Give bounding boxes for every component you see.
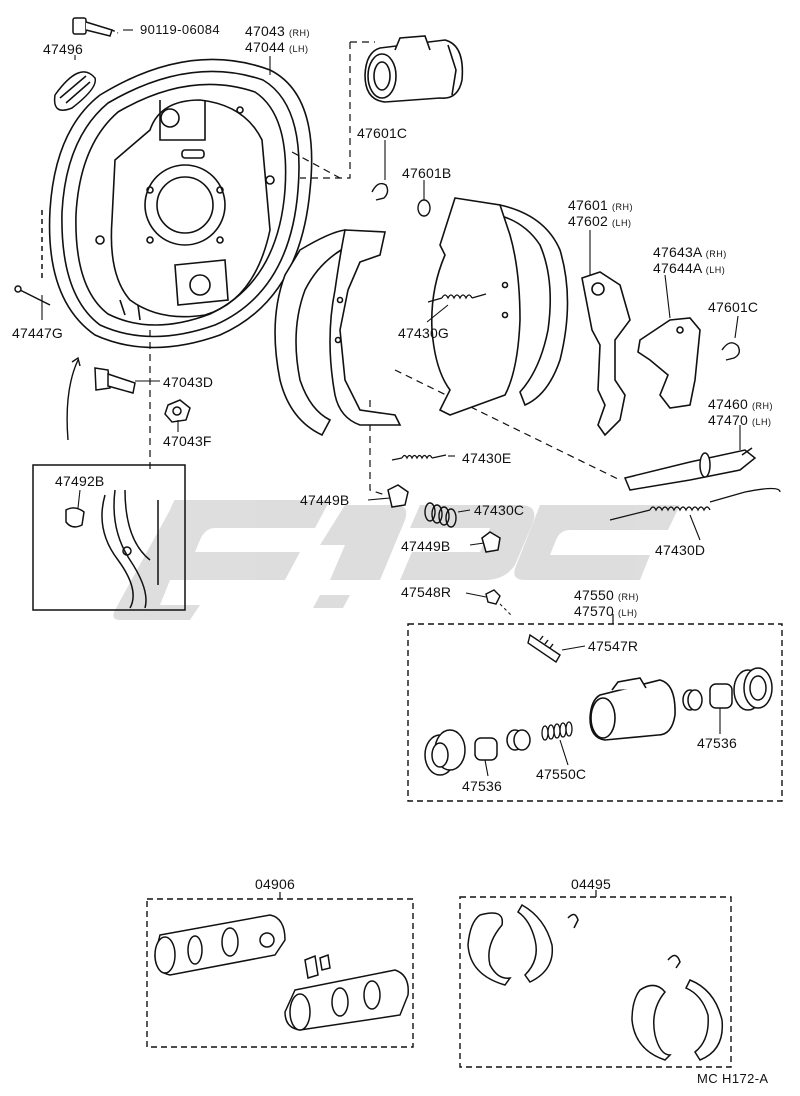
label-47602-number: 47602: [568, 213, 608, 229]
label-47460-number: 47460: [708, 396, 748, 412]
label-04495: 04495: [571, 876, 611, 892]
washer-47601b: [417, 199, 431, 217]
label-47043-number: 47043: [245, 23, 285, 39]
label-47470-number: 47470: [708, 412, 748, 428]
label-47643a: 47643A (RH): [653, 244, 727, 262]
nut-47043f: [164, 399, 191, 423]
tag-rh: (RH): [618, 592, 640, 602]
tag-lh: (LH): [705, 265, 726, 275]
tag-lh: (LH): [612, 218, 632, 228]
cylinder-body-47550: [589, 677, 676, 741]
tag-rh: (RH): [289, 28, 311, 38]
label-47602: 47602 (LH): [568, 213, 632, 231]
label-47043d: 47043D: [163, 374, 214, 390]
leader-lines: [149, 41, 621, 496]
cap-47548r: [485, 589, 501, 605]
spring-47430c: [424, 502, 457, 528]
label-47601b: 47601B: [402, 165, 452, 181]
label-47449b-a: 47449B: [300, 492, 350, 508]
label-47430g: 47430G: [398, 325, 450, 341]
label-47601c-right: 47601C: [708, 299, 759, 315]
lever-47643a: [637, 317, 701, 409]
kit-04495-parts: [467, 903, 724, 1061]
tag-lh: (LH): [752, 417, 772, 427]
backing-plate: [48, 58, 313, 349]
label-47447g: 47447G: [12, 325, 64, 341]
washer-47449b-a: [387, 484, 409, 508]
spring-47430e: [391, 454, 447, 461]
inset-box-47492b: [32, 464, 186, 611]
lever-47601: [581, 271, 631, 437]
cup-47536-left: [474, 737, 498, 761]
label-47536-right: 47536: [697, 735, 737, 751]
boot-left: [424, 729, 466, 776]
label-47601-number: 47601: [568, 197, 608, 213]
spring-47430d: [609, 487, 781, 521]
label-47548r: 47548R: [401, 584, 452, 600]
label-47550c: 47550C: [536, 766, 587, 782]
label-47643a-number: 47643A: [653, 244, 702, 260]
leader-47548r: [499, 603, 513, 617]
spring-47550c: [541, 721, 573, 741]
label-47470: 47470 (LH): [708, 412, 772, 430]
piston-right: [709, 683, 733, 709]
label-47601: 47601 (RH): [568, 197, 633, 215]
label-47460: 47460 (RH): [708, 396, 773, 414]
label-47547r: 47547R: [588, 638, 639, 654]
label-47492b: 47492B: [55, 473, 105, 489]
pointer-ticks: [41, 29, 741, 777]
label-47449b-b: 47449B: [401, 538, 451, 554]
label-47570-number: 47570: [574, 603, 614, 619]
wheel-cylinder-top: [364, 35, 464, 103]
tag-lh: (LH): [618, 608, 638, 618]
tag-rh: (RH): [752, 401, 774, 411]
arrow-left: [66, 356, 81, 441]
label-47536-left: 47536: [462, 778, 502, 794]
label-47430e: 47430E: [462, 450, 512, 466]
label-47644a-number: 47644A: [653, 260, 702, 276]
clip-47601c-right: [721, 342, 741, 361]
brake-shoe-right: [430, 197, 569, 416]
tag-rh: (RH): [705, 249, 727, 259]
bleeder-47547r: [527, 633, 561, 664]
piston-left: [506, 729, 531, 751]
label-47570: 47570 (LH): [574, 603, 638, 621]
clip-47601c-top: [371, 182, 389, 201]
kit-04906-parts: [154, 914, 409, 1031]
watermark-logo: [113, 500, 680, 620]
label-47044: 47044 (LH): [245, 39, 309, 57]
label-47496: 47496: [43, 41, 83, 57]
label-04906: 04906: [255, 876, 295, 892]
bolt-47043d: [94, 367, 136, 394]
spring-47430g: [427, 293, 487, 303]
brake-shoe-left: [274, 229, 402, 437]
label-47043f: 47043F: [163, 433, 212, 449]
label-47043: 47043 (RH): [245, 23, 310, 41]
cup-47536-right: [682, 689, 703, 711]
boot-right: [733, 667, 773, 711]
adjuster-47460: [623, 447, 757, 491]
diagram-code: MC H172-A: [697, 1071, 769, 1086]
label-47430d: 47430D: [655, 542, 706, 558]
box-47550: [407, 623, 783, 802]
label-47601c-top: 47601C: [357, 125, 408, 141]
pin-47447g: [14, 210, 51, 306]
label-47644a: 47644A (LH): [653, 260, 725, 278]
label-47550: 47550 (RH): [574, 587, 639, 605]
label-47430c: 47430C: [474, 502, 525, 518]
label-47044-number: 47044: [245, 39, 285, 55]
bolt-90119: [72, 17, 119, 37]
plug-47496: [53, 71, 97, 111]
label-47550-number: 47550: [574, 587, 614, 603]
washer-47449b-b: [481, 531, 501, 553]
tag-rh: (RH): [612, 202, 634, 212]
label-90119-06084: 90119-06084: [140, 22, 221, 37]
tag-lh: (LH): [289, 44, 309, 54]
